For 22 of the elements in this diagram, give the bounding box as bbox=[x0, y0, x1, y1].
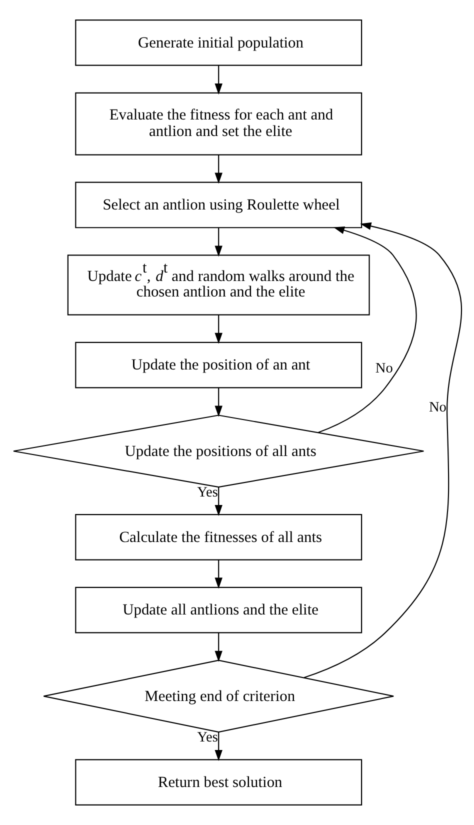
edge-label: No bbox=[428, 399, 446, 416]
node-box: Update the position of an ant bbox=[74, 342, 362, 388]
arrow bbox=[214, 632, 222, 662]
node-box: Update all antlions and the elite bbox=[74, 586, 362, 634]
arrow bbox=[214, 154, 222, 184]
node-box: Generate initial population bbox=[74, 20, 362, 66]
node-diamond: Meeting end of criterion bbox=[42, 660, 394, 733]
arrow bbox=[214, 315, 222, 344]
arrow bbox=[318, 226, 416, 433]
arrow bbox=[214, 732, 222, 762]
arrow bbox=[303, 222, 462, 678]
arrow bbox=[214, 560, 222, 589]
arrow bbox=[214, 65, 222, 95]
arrow bbox=[214, 487, 222, 516]
node-box: Return best solution bbox=[74, 759, 362, 806]
edge-label: No bbox=[374, 360, 392, 376]
node-diamond: Update the positions of all ants bbox=[12, 414, 424, 488]
node-box: Select an antlion using Roulette wheel bbox=[74, 182, 362, 228]
arrow bbox=[214, 228, 222, 257]
node-box: Calculate the fitnesses of all ants bbox=[74, 514, 362, 560]
node-box: Evaluate the fitness for each ant and antlion and set the elite bbox=[74, 92, 362, 156]
arrow bbox=[214, 388, 222, 417]
